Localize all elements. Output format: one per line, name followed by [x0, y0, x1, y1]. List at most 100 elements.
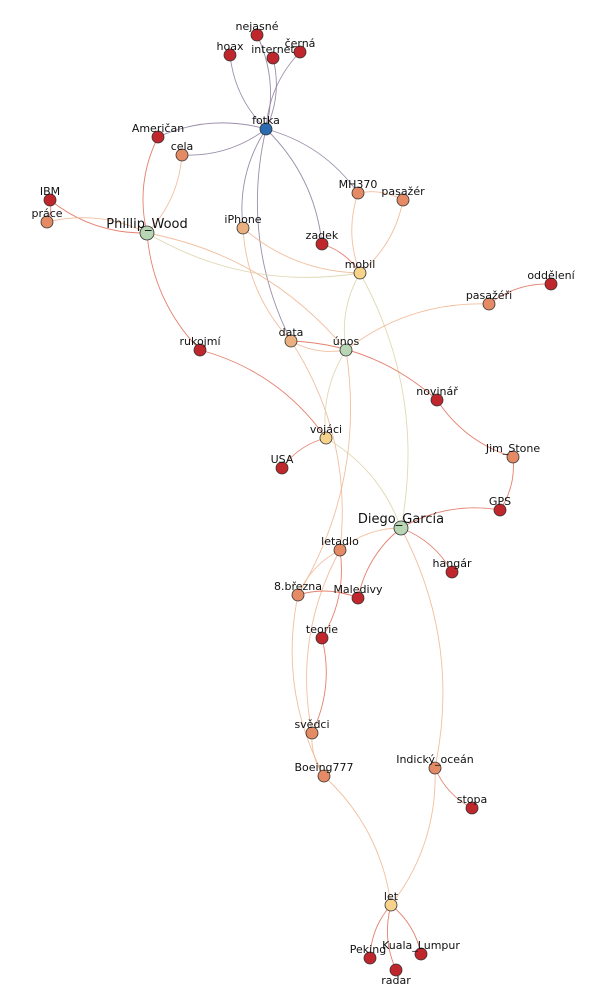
node-brezna[interactable] — [291, 588, 305, 602]
node-boeing[interactable] — [317, 769, 331, 783]
node-indicky[interactable] — [428, 761, 442, 775]
edge-unos-brezna — [297, 349, 352, 596]
edge-terorie-svedci — [311, 637, 327, 734]
node-label-usa: USA — [271, 453, 294, 466]
node-let[interactable] — [384, 898, 398, 912]
edge-gps-diego — [400, 507, 501, 529]
edge-diego-indicky — [400, 527, 444, 769]
edge-phillip-mobil — [146, 232, 361, 278]
node-usa[interactable] — [275, 461, 289, 475]
node-label-iphone: iPhone — [224, 213, 261, 226]
node-label-svedci: svědci — [294, 718, 329, 731]
node-ibm[interactable] — [43, 193, 57, 207]
node-label-oddeleni: oddělení — [527, 269, 575, 282]
edge-prace-phillip — [46, 217, 148, 234]
node-iphone[interactable] — [236, 221, 250, 235]
node-mh370[interactable] — [351, 186, 365, 200]
node-label-cela: cela — [171, 140, 194, 153]
node-pasazer[interactable] — [396, 193, 410, 207]
node-fotka[interactable] — [259, 122, 273, 136]
node-phillip[interactable] — [139, 225, 155, 241]
node-kuala[interactable] — [414, 947, 428, 961]
edge-letadlo-terorie — [321, 549, 342, 639]
node-label-boeing: Boeing777 — [294, 761, 353, 774]
edge-data-novinar — [290, 340, 438, 401]
edge-letadlo-svedci — [306, 549, 341, 734]
edge-vojaci-diego — [325, 437, 402, 529]
node-label-pasazeri: pasažéři — [466, 289, 512, 302]
edge-boeing-let — [323, 775, 392, 906]
node-svedci[interactable] — [305, 726, 319, 740]
edge-cerna-fotka — [265, 51, 301, 130]
node-label-let: let — [384, 890, 399, 903]
node-jimstone[interactable] — [506, 450, 520, 464]
node-label-vojaci: vojáci — [310, 423, 342, 436]
edge-cela-fotka — [181, 128, 267, 156]
edge-pasazer-mobil — [359, 199, 404, 274]
node-maledivy[interactable] — [351, 591, 365, 605]
edge-data-letadlo — [290, 340, 343, 551]
edge-american-fotka — [157, 122, 267, 138]
node-letadlo[interactable] — [333, 543, 347, 557]
node-diego[interactable] — [393, 520, 409, 536]
edge-phillip-rukojmi — [146, 232, 201, 351]
node-label-fotka: fotka — [252, 114, 280, 127]
node-prace[interactable] — [40, 215, 54, 229]
edge-cela-phillip — [146, 154, 183, 234]
node-label-ibm: IBM — [40, 185, 60, 198]
node-data[interactable] — [284, 334, 298, 348]
node-zadek[interactable] — [315, 237, 329, 251]
edge-mobil-diego — [359, 272, 409, 529]
node-label-indicky: Indický_oceán — [396, 753, 474, 766]
node-hangar[interactable] — [445, 565, 459, 579]
node-stopa[interactable] — [465, 801, 479, 815]
node-label-peking: Peking — [350, 943, 386, 956]
edge-fotka-zadek — [265, 128, 323, 245]
node-vojaci[interactable] — [319, 431, 333, 445]
edge-iphone-mobil — [242, 227, 361, 274]
node-peking[interactable] — [363, 951, 377, 965]
node-cela[interactable] — [175, 148, 189, 162]
node-label-rukojmi: rukojmí — [179, 335, 221, 348]
edge-fotka-iphone — [241, 128, 267, 229]
node-terorie[interactable] — [315, 631, 329, 645]
node-label-pasazer: pasažér — [381, 185, 425, 198]
node-label-unos: únos — [333, 335, 360, 348]
node-label-phillip: Phillip_Wood — [106, 217, 188, 232]
node-label-brezna: 8.března — [274, 580, 322, 593]
node-nejasne[interactable] — [250, 28, 264, 42]
node-internet[interactable] — [266, 51, 280, 65]
graph-nodes — [40, 28, 558, 977]
node-label-nejasne: nejasné — [235, 20, 278, 33]
node-mobil[interactable] — [353, 266, 367, 280]
node-american[interactable] — [151, 130, 165, 144]
edge-internet-fotka — [265, 57, 277, 130]
node-label-cerna: černá — [285, 37, 316, 50]
node-label-prace: práce — [31, 207, 62, 220]
node-hoax[interactable] — [223, 48, 237, 62]
graph-edges — [46, 34, 552, 971]
node-label-mobil: mobil — [345, 258, 376, 271]
edge-iphone-data — [242, 227, 292, 342]
node-label-novinar: novinář — [416, 385, 458, 398]
edge-novinar-jimstone — [436, 399, 514, 458]
node-label-kuala: Kuala_Lumpur — [382, 939, 460, 952]
node-label-hoax: hoax — [217, 40, 244, 53]
node-label-mh370: MH370 — [339, 178, 378, 191]
node-novinar[interactable] — [430, 393, 444, 407]
node-oddeleni[interactable] — [544, 277, 558, 291]
node-unos[interactable] — [339, 343, 353, 357]
node-radar[interactable] — [389, 963, 403, 977]
node-gps[interactable] — [493, 503, 507, 517]
node-pasazeri[interactable] — [482, 297, 496, 311]
edge-fotka-mh370 — [265, 128, 359, 194]
node-label-zadek: zadek — [306, 229, 339, 242]
node-label-american: Američan — [132, 122, 184, 135]
edge-unos-vojaci — [324, 349, 347, 439]
node-label-gps: GPS — [489, 495, 511, 508]
node-rukojmi[interactable] — [193, 343, 207, 357]
edge-mobil-unos — [343, 272, 361, 351]
edge-mh370-mobil — [351, 192, 361, 274]
node-cerna[interactable] — [293, 45, 307, 59]
edge-pasazeri-unos — [345, 303, 490, 351]
